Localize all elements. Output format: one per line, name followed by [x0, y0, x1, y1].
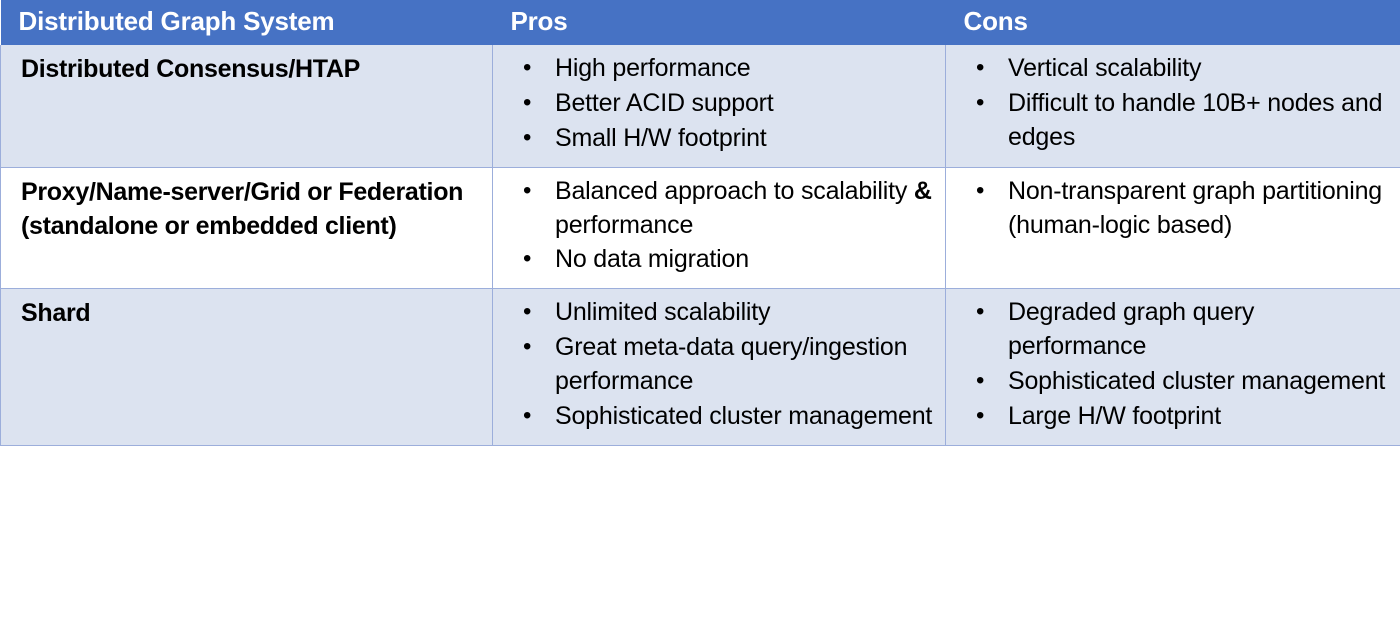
column-header-system: Distributed Graph System	[0, 0, 493, 45]
distributed-graph-system-comparison-table: Distributed Graph System Pros Cons Distr…	[0, 0, 1400, 446]
list-item: Difficult to handle 10B+ nodes and edges	[976, 86, 1391, 156]
cell-cons: Non-transparent graph partitioning (huma…	[945, 167, 1400, 290]
list-item: High performance	[523, 51, 935, 87]
cell-cons: Degraded graph query performanceSophisti…	[945, 288, 1400, 446]
list-item: Sophisticated cluster management	[976, 364, 1391, 400]
list-item: No data migration	[523, 242, 935, 278]
table-header: Distributed Graph System Pros Cons	[0, 0, 1400, 45]
list-item: Degraded graph query performance	[976, 295, 1391, 365]
system-name-label: Shard	[21, 299, 91, 328]
pros-list: Unlimited scalabilityGreat meta-data que…	[493, 289, 945, 445]
table-header-row: Distributed Graph System Pros Cons	[0, 0, 1400, 45]
list-item: Great meta-data query/ingestion performa…	[523, 330, 935, 400]
cons-list: Vertical scalabilityDifficult to handle …	[946, 45, 1400, 166]
cons-list: Non-transparent graph partitioning (huma…	[946, 168, 1400, 254]
table-row: Proxy/Name-server/Grid or Federation (st…	[0, 167, 1400, 290]
system-name-label: Proxy/Name-server/Grid or Federation (st…	[21, 177, 464, 240]
cell-system: Proxy/Name-server/Grid or Federation (st…	[0, 167, 493, 290]
list-item: Large H/W footprint	[976, 399, 1391, 435]
cell-pros: Unlimited scalabilityGreat meta-data que…	[492, 288, 946, 446]
table-row: Distributed Consensus/HTAP High performan…	[0, 45, 1400, 168]
cell-system: Distributed Consensus/HTAP	[0, 45, 493, 168]
cell-cons: Vertical scalabilityDifficult to handle …	[945, 45, 1400, 168]
list-item: Balanced approach to scalability & perfo…	[523, 174, 935, 244]
list-item: Non-transparent graph partitioning (huma…	[976, 174, 1391, 244]
column-header-pros: Pros	[492, 0, 946, 45]
cell-pros: High performanceBetter ACID supportSmall…	[492, 45, 946, 168]
table-row: Shard Unlimited scalabilityGreat meta-dat…	[0, 288, 1400, 446]
pros-list: Balanced approach to scalability & perfo…	[493, 168, 945, 289]
table-body: Distributed Consensus/HTAP High performan…	[0, 45, 1400, 446]
system-name-label: Distributed Consensus/HTAP	[21, 55, 360, 83]
list-item: Small H/W footprint	[523, 121, 935, 157]
list-item: Sophisticated cluster management	[523, 399, 935, 435]
list-item: Unlimited scalability	[523, 295, 935, 331]
list-item: Better ACID support	[523, 86, 935, 122]
list-item: Vertical scalability	[976, 51, 1391, 87]
column-header-cons: Cons	[945, 0, 1400, 45]
cell-pros: Balanced approach to scalability & perfo…	[492, 167, 946, 290]
cons-list: Degraded graph query performanceSophisti…	[946, 289, 1400, 445]
cell-system: Shard	[0, 288, 493, 446]
pros-list: High performanceBetter ACID supportSmall…	[493, 45, 945, 167]
